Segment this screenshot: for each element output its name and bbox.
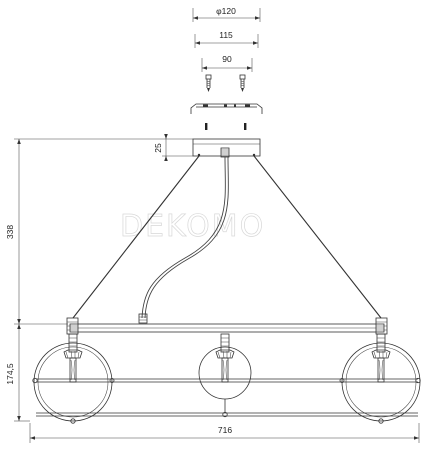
lower-rail <box>32 377 421 424</box>
small-screws <box>205 123 247 130</box>
ceiling-canopy <box>192 138 261 158</box>
dim-label-lamp-height: 174,5 <box>5 363 15 385</box>
dim-label-canopy-height: 25 <box>153 143 163 153</box>
suspension-cables <box>72 155 382 319</box>
dimension-overall-width: 716 <box>29 423 420 443</box>
lamp-center <box>198 333 252 412</box>
dim-label-plate-length: 115 <box>219 30 233 40</box>
dim-label-canopy-diameter: φ120 <box>216 6 236 16</box>
lamp-right <box>341 333 421 422</box>
main-bar <box>66 317 388 335</box>
dimension-plate-length: 115 <box>194 30 259 48</box>
power-cord <box>138 156 229 324</box>
dimension-canopy-height: 25 <box>153 134 193 161</box>
dimension-canopy-diameter: φ120 <box>192 6 261 22</box>
lamp-left <box>33 333 113 422</box>
dimension-hole-spacing: 90 <box>201 54 253 72</box>
watermark-text: DEKOMO <box>120 209 265 244</box>
dimension-lamp-height: 174,5 <box>5 324 30 422</box>
mounting-plate <box>190 103 263 114</box>
dimension-suspension-height: 338 <box>5 138 162 325</box>
dim-label-overall-width: 716 <box>218 425 232 435</box>
mounting-screws <box>205 74 246 92</box>
dim-label-suspension-height: 338 <box>5 225 15 239</box>
dim-label-hole-spacing: 90 <box>222 54 232 64</box>
